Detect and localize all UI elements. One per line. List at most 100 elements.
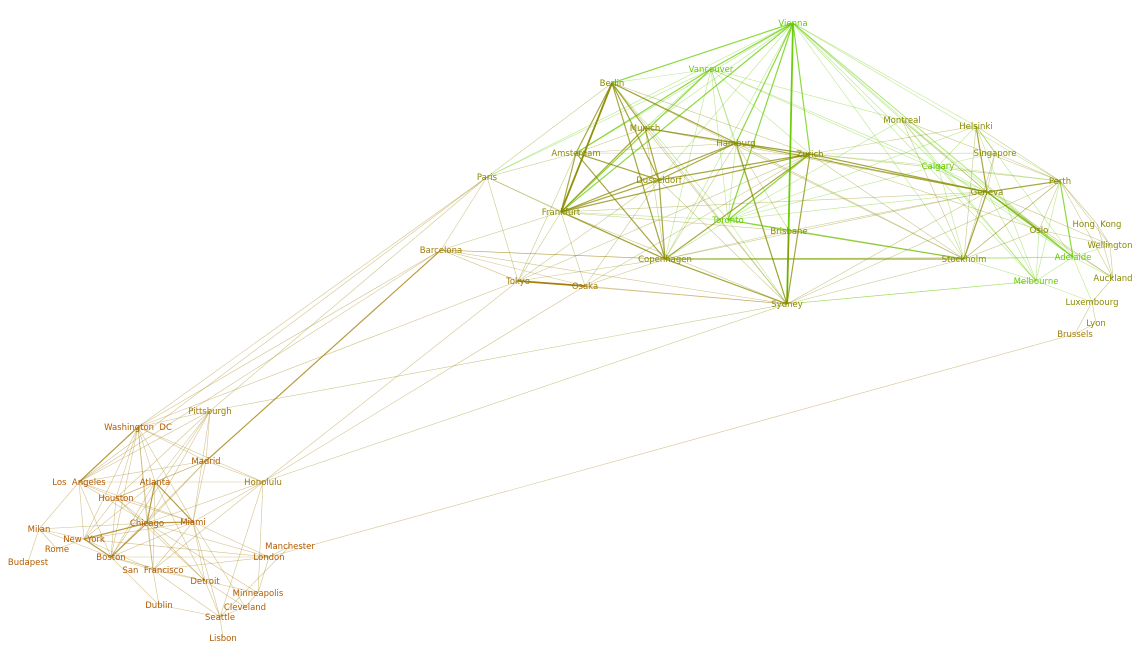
edge-paris-barcelona bbox=[440, 176, 488, 251]
edge-washington-atlanta bbox=[137, 426, 156, 483]
edge-osaka-honolulu bbox=[262, 285, 586, 483]
city-label-berlin: Berlin bbox=[600, 79, 625, 89]
edge-madrid-losangeles bbox=[78, 460, 207, 483]
city-label-madrid: Madrid bbox=[191, 457, 220, 467]
city-label-oslo: Oslo bbox=[1030, 226, 1049, 236]
edge-berlin-copenhagen bbox=[611, 82, 666, 260]
edge-geneva-stockholm bbox=[963, 191, 988, 260]
edge-losangeles-boston bbox=[78, 481, 112, 558]
edge-manchester-london bbox=[268, 545, 291, 558]
city-label-minneapolis: Minneapolis bbox=[233, 589, 284, 599]
city-label-luxembourg: Luxembourg bbox=[1066, 298, 1119, 308]
edge-sanfrancisco-seattle bbox=[152, 569, 221, 618]
edge-milan-rome bbox=[38, 528, 58, 550]
edge-perth-auckland bbox=[1059, 180, 1114, 279]
edge-amsterdam-tokyo bbox=[517, 152, 577, 282]
edge-chicago-newyork bbox=[83, 522, 148, 540]
edge-montreal-calgary bbox=[901, 119, 939, 167]
edge-sanfrancisco-detroit bbox=[152, 569, 206, 582]
edge-helsinki-geneva bbox=[975, 125, 988, 193]
edge-newyork-boston bbox=[83, 538, 112, 558]
edge-pittsburgh-chicago bbox=[146, 410, 211, 524]
edge-geneva-perth bbox=[986, 180, 1061, 193]
edge-frankfurt-osaka bbox=[560, 211, 586, 287]
edge-miami-seattle bbox=[192, 521, 221, 618]
edge-houston-newyork bbox=[83, 497, 117, 540]
edge-frankfurt-barcelona bbox=[440, 211, 562, 251]
edge-munich-amsterdam bbox=[575, 127, 646, 154]
edge-vienna-hamburg bbox=[735, 22, 794, 144]
edge-vienna-geneva bbox=[792, 22, 988, 193]
edge-vienna-zurich bbox=[792, 22, 811, 155]
edge-frankfurt-brisbane bbox=[560, 211, 790, 232]
edge-milan-budapest bbox=[27, 528, 40, 563]
edge-perth-adelaide bbox=[1059, 180, 1074, 258]
node-label-layer: ViennaVancouverBerlinMunichAmsterdamHamb… bbox=[8, 19, 1133, 644]
edge-luxembourg-lyon bbox=[1091, 301, 1097, 324]
edge-zurich-stockholm bbox=[809, 153, 965, 260]
edge-pittsburgh-washington bbox=[137, 410, 211, 428]
edge-vienna-adelaide bbox=[792, 22, 1074, 258]
edge-geneva-melbourne bbox=[986, 191, 1037, 282]
edge-vienna-melbourne bbox=[792, 22, 1037, 282]
city-label-frankfurt: Frankfurt bbox=[542, 208, 581, 218]
edge-chicago-miami bbox=[146, 521, 194, 524]
city-label-detroit: Detroit bbox=[190, 577, 220, 587]
edge-adelaide-luxembourg bbox=[1072, 256, 1093, 303]
edge-geneva-toronto bbox=[727, 191, 988, 221]
city-label-lyon: Lyon bbox=[1086, 319, 1106, 329]
city-label-calgary: Calgary bbox=[922, 162, 955, 172]
edge-dusseldorf-copenhagen bbox=[658, 179, 666, 260]
edge-milan-boston bbox=[38, 528, 112, 558]
edge-dusseldorf-osaka bbox=[584, 179, 660, 287]
edge-seattle-dublin bbox=[158, 604, 221, 618]
city-label-houston: Houston bbox=[98, 494, 133, 504]
edge-pittsburgh-losangeles bbox=[78, 410, 211, 483]
edge-calgary-singapore bbox=[937, 152, 996, 167]
edge-vienna-montreal bbox=[792, 22, 903, 121]
city-label-cleveland: Cleveland bbox=[224, 603, 266, 613]
city-label-wellington: Wellington bbox=[1088, 241, 1133, 251]
edge-paris-washington bbox=[137, 176, 488, 428]
edge-washington-chicago bbox=[137, 426, 148, 524]
city-label-paris: Paris bbox=[477, 173, 498, 183]
edge-sanfrancisco-dublin bbox=[152, 569, 160, 606]
edge-brisbane-copenhagen bbox=[664, 230, 790, 260]
edge-melbourne-sydney bbox=[786, 280, 1037, 305]
city-label-perth: Perth bbox=[1049, 177, 1071, 187]
edge-vienna-copenhagen bbox=[664, 22, 794, 260]
edge-hamburg-dusseldorf bbox=[658, 142, 737, 181]
edge-geneva-brisbane bbox=[788, 191, 988, 232]
edge-tokyo-washington bbox=[137, 280, 519, 428]
city-label-osaka: Osaka bbox=[572, 282, 598, 292]
edge-layer bbox=[27, 22, 1114, 639]
edge-helsinki-adelaide bbox=[975, 125, 1074, 258]
edge-berlin-paris bbox=[486, 82, 613, 178]
city-label-chicago: Chicago bbox=[130, 519, 164, 529]
edge-vienna-amsterdam bbox=[575, 22, 794, 154]
edge-frankfurt-tokyo bbox=[517, 211, 562, 282]
city-label-atlanta: Atlanta bbox=[140, 478, 171, 488]
edge-osaka-sydney bbox=[584, 285, 788, 305]
edge-amsterdam-zurich bbox=[575, 152, 811, 155]
edge-vienna-paris bbox=[486, 22, 794, 178]
edge-madrid-chicago bbox=[146, 460, 207, 524]
city-label-sydney: Sydney bbox=[771, 300, 802, 310]
edge-stockholm-sydney bbox=[786, 258, 965, 305]
edge-helsinki-singapore bbox=[975, 125, 996, 154]
edge-munich-frankfurt bbox=[560, 127, 646, 213]
edge-amsterdam-frankfurt bbox=[560, 152, 577, 213]
city-label-milan: Milan bbox=[28, 525, 51, 535]
edge-madrid-atlanta bbox=[154, 460, 207, 483]
edge-montreal-toronto bbox=[727, 119, 903, 221]
edge-geneva-frankfurt bbox=[560, 191, 988, 213]
edge-vienna-vancouver bbox=[710, 22, 794, 70]
edge-hamburg-frankfurt bbox=[560, 142, 737, 213]
edge-tokyo-sydney bbox=[517, 280, 788, 305]
edge-berlin-amsterdam bbox=[575, 82, 613, 154]
edge-zurich-tokyo bbox=[517, 153, 811, 282]
edge-madrid-miami bbox=[192, 460, 207, 523]
city-label-copenhagen: Copenhagen bbox=[638, 255, 692, 265]
edge-vancouver-paris bbox=[486, 68, 712, 178]
edge-houston-chicago bbox=[115, 497, 148, 524]
